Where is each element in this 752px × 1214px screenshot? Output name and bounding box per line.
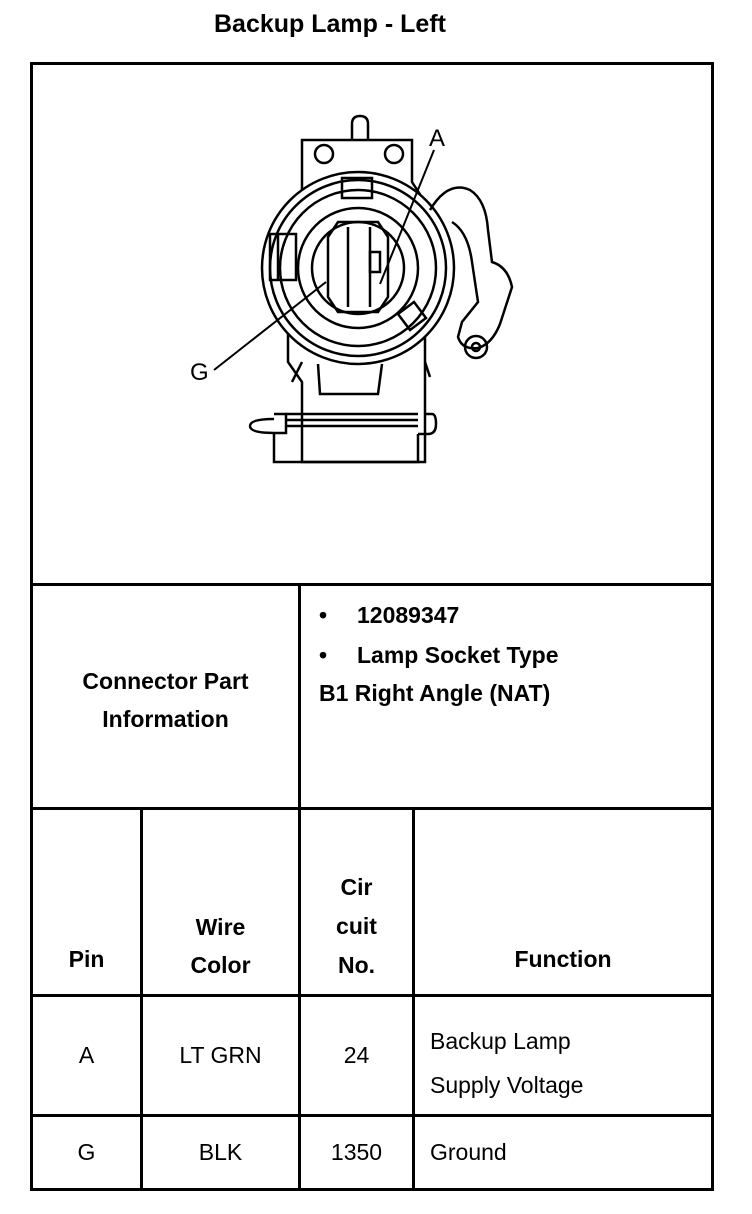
row-a-function: Backup Lamp Supply Voltage [430, 1019, 710, 1107]
table-rule-info-bottom [30, 807, 714, 810]
connector-info-label: Connector Part Information [33, 662, 298, 738]
row-a-function-line2: Supply Voltage [430, 1072, 584, 1098]
header-wire-color: Wire Color [143, 908, 298, 984]
connector-info-bullet-1: • 12089347 [319, 602, 459, 629]
header-circuit-line3: No. [337, 952, 376, 978]
header-function: Function [514, 946, 612, 972]
part-number: 12089347 [357, 602, 460, 628]
header-circuit-no: Cir cuit No. [301, 868, 412, 985]
header-wire-line1: Wire [195, 914, 246, 940]
table-border-top [30, 62, 714, 65]
lamp-socket-connector-drawing [248, 114, 514, 464]
row-g-pin: G [77, 1139, 96, 1165]
table-rule-row-a-bottom [30, 1114, 714, 1117]
row-a-wire: LT GRN [179, 1042, 262, 1068]
leader-line-a [379, 149, 435, 285]
header-circuit-line1: Cir [340, 874, 373, 900]
pin-label-a: A [429, 125, 445, 152]
header-circuit-line2: cuit [336, 913, 377, 939]
table-border-right [711, 62, 714, 1191]
table-border-left [30, 62, 33, 1191]
row-g-circuit: 1350 [330, 1139, 383, 1165]
socket-type: Lamp Socket Type [357, 642, 559, 668]
connector-diagram: A G [190, 114, 514, 464]
table-rule-diagram-bottom [30, 583, 714, 586]
row-g-function: Ground [430, 1139, 507, 1165]
table-border-bottom [30, 1188, 714, 1191]
bullet-icon: • [319, 642, 328, 668]
leader-line-g [213, 281, 327, 371]
header-wire-line2: Color [190, 952, 251, 978]
row-a-pin: A [78, 1042, 95, 1068]
bullet-icon: • [319, 602, 328, 628]
connector-table: A G Connector Part Information • 12089347… [30, 62, 714, 1191]
connector-info-continuation: B1 Right Angle (NAT) [319, 680, 551, 706]
row-g-wire: BLK [198, 1139, 243, 1165]
table-rule-col-circuit [298, 583, 301, 1191]
row-a-function-line1: Backup Lamp [430, 1028, 571, 1054]
connector-info-label-line1: Connector Part [82, 668, 249, 694]
page-title: Backup Lamp - Left [214, 10, 446, 38]
row-a-circuit: 24 [343, 1042, 370, 1068]
connector-info-label-line2: Information [102, 706, 229, 732]
table-rule-header-bottom [30, 994, 714, 997]
connector-info-bullet-2: • Lamp Socket Type [319, 642, 559, 669]
pin-label-g: G [190, 359, 209, 386]
table-rule-col-wire [140, 807, 143, 1191]
header-pin: Pin [68, 946, 105, 972]
table-rule-col-function [412, 807, 415, 1191]
